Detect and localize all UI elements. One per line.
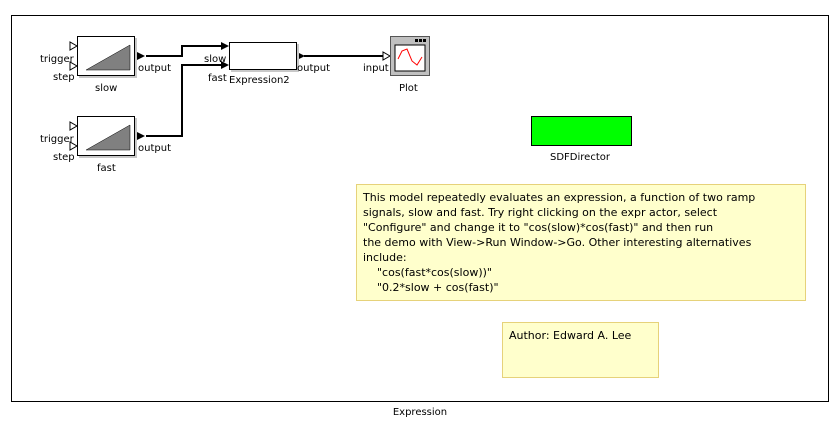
- expression-output-label: output: [297, 63, 330, 74]
- slow-output-port-icon: [137, 52, 145, 60]
- plot-input-label: input: [363, 63, 389, 74]
- slow-trigger-port-icon: [69, 41, 79, 51]
- expression-output-port-icon: [297, 52, 305, 60]
- expression-slow-label: slow: [204, 54, 227, 65]
- slow-actor-name: slow: [95, 83, 118, 94]
- wire-slow-to-expression: [146, 45, 225, 57]
- canvas-title: Expression: [392, 407, 448, 418]
- ramp-icon: [85, 124, 131, 151]
- fast-output-label: output: [138, 143, 171, 154]
- description-annotation[interactable]: This model repeatedly evaluates an expre…: [356, 184, 806, 301]
- plot-icon: [394, 39, 426, 72]
- slow-step-port-icon: [69, 61, 79, 71]
- expression-fast-label: fast: [208, 73, 227, 84]
- expression-actor[interactable]: [229, 42, 297, 70]
- fast-step-port-icon: [69, 141, 79, 151]
- expression-actor-name: Expression2: [229, 75, 290, 86]
- expression-slow-port-icon: [221, 42, 229, 50]
- sdf-director-label: SDFDirector: [550, 152, 610, 163]
- ramp-icon: [85, 44, 131, 71]
- fast-trigger-label: trigger: [40, 134, 74, 145]
- sdf-director[interactable]: [531, 116, 632, 146]
- slow-step-label: step: [53, 72, 75, 83]
- plot-actor[interactable]: [390, 36, 430, 76]
- slow-ramp-actor[interactable]: [77, 36, 135, 76]
- fast-ramp-actor[interactable]: [77, 116, 135, 156]
- plot-input-port-icon: [382, 51, 392, 61]
- author-annotation[interactable]: Author: Edward A. Lee: [502, 322, 659, 378]
- slow-output-label: output: [138, 63, 171, 74]
- fast-trigger-port-icon: [69, 121, 79, 131]
- fast-step-label: step: [53, 152, 75, 163]
- plot-actor-name: Plot: [399, 83, 418, 94]
- slow-trigger-label: trigger: [40, 54, 74, 65]
- expression-fast-port-icon: [221, 61, 229, 69]
- fast-output-port-icon: [137, 132, 145, 140]
- fast-actor-name: fast: [97, 163, 116, 174]
- wire-fast-to-expression: [146, 64, 225, 137]
